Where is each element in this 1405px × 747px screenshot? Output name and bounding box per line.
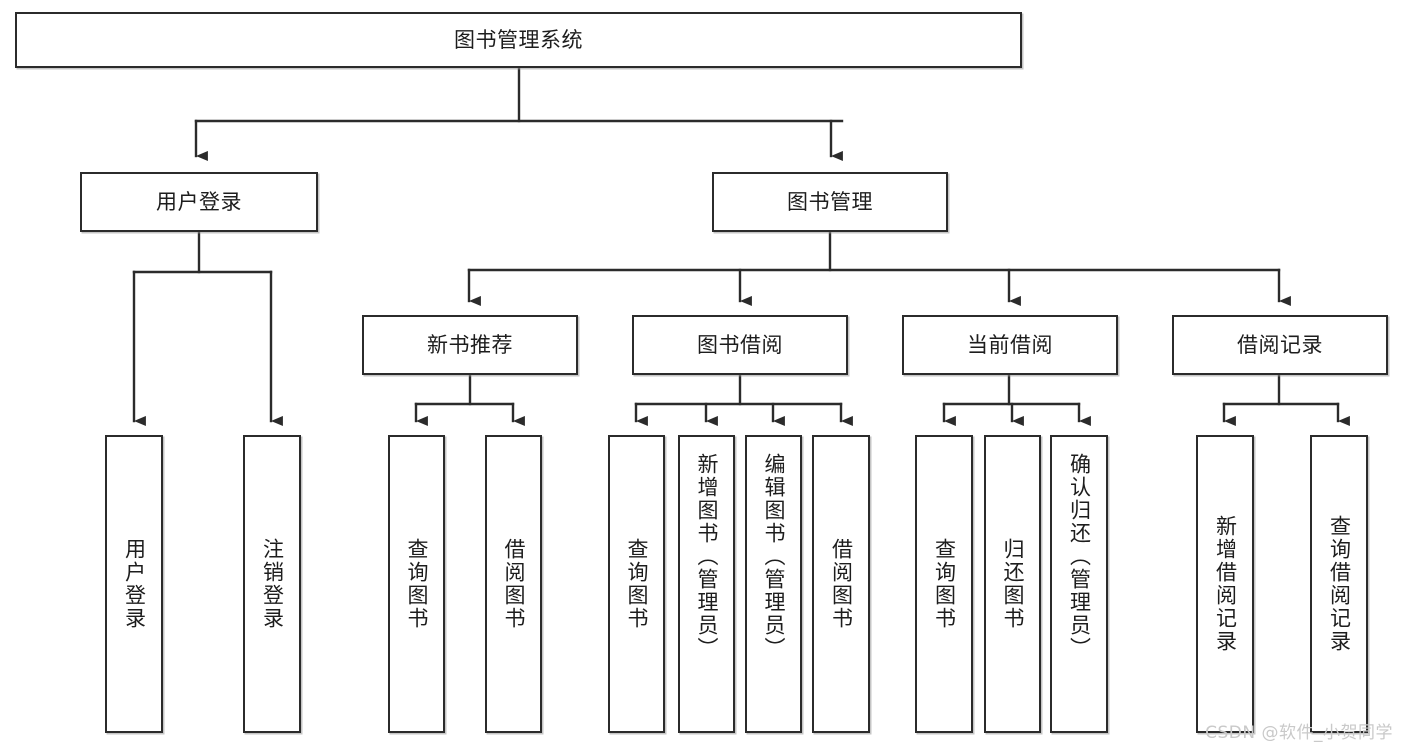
node-leaf-return-book[interactable]: 归还图书 [984,435,1041,733]
node-leaf-edit-book[interactable]: 编辑图书（管理员） [745,435,802,733]
node-current-borrow[interactable]: 当前借阅 [902,315,1118,375]
node-leaf-query-book-1[interactable]: 查询图书 [388,435,445,733]
node-leaf-add-book[interactable]: 新增图书（管理员） [678,435,735,733]
node-leaf-query-record[interactable]: 查询借阅记录 [1310,435,1368,733]
node-leaf-query-book-1-label: 查询图书 [404,538,429,630]
node-leaf-query-book-2[interactable]: 查询图书 [608,435,665,733]
node-borrow-record-label: 借阅记录 [1237,332,1323,357]
node-leaf-query-record-label: 查询借阅记录 [1327,515,1352,653]
node-new-book-rec[interactable]: 新书推荐 [362,315,578,375]
node-leaf-add-book-label: 新增图书（管理员） [694,453,719,660]
node-leaf-borrow-book-2[interactable]: 借阅图书 [812,435,870,733]
node-borrow-record[interactable]: 借阅记录 [1172,315,1388,375]
node-user-login[interactable]: 用户登录 [80,172,318,232]
node-leaf-user-logout[interactable]: 注销登录 [243,435,301,733]
node-new-book-rec-label: 新书推荐 [427,332,513,357]
node-root[interactable]: 图书管理系统 [15,12,1022,68]
node-book-borrow[interactable]: 图书借阅 [632,315,848,375]
node-leaf-query-book-3-label: 查询图书 [932,538,957,630]
node-book-manage[interactable]: 图书管理 [712,172,948,232]
node-leaf-add-record[interactable]: 新增借阅记录 [1196,435,1254,733]
node-book-borrow-label: 图书借阅 [697,332,783,357]
node-leaf-user-logout-label: 注销登录 [260,538,285,630]
node-leaf-user-login[interactable]: 用户登录 [105,435,163,733]
node-current-borrow-label: 当前借阅 [967,332,1053,357]
node-leaf-borrow-book-1[interactable]: 借阅图书 [485,435,542,733]
node-leaf-user-login-label: 用户登录 [122,538,147,630]
csdn-watermark: CSDN @软件_小贺同学 [1205,723,1393,743]
node-leaf-confirm-return[interactable]: 确认归还（管理员） [1050,435,1108,733]
node-user-login-label: 用户登录 [156,189,242,214]
node-leaf-query-book-3[interactable]: 查询图书 [915,435,973,733]
node-leaf-edit-book-label: 编辑图书（管理员） [761,453,786,660]
node-leaf-return-book-label: 归还图书 [1000,538,1025,630]
node-leaf-borrow-book-2-label: 借阅图书 [829,538,854,630]
node-root-label: 图书管理系统 [454,27,583,52]
node-leaf-add-record-label: 新增借阅记录 [1213,515,1238,653]
node-leaf-borrow-book-1-label: 借阅图书 [501,538,526,630]
node-leaf-confirm-return-label: 确认归还（管理员） [1067,453,1092,660]
node-leaf-query-book-2-label: 查询图书 [624,538,649,630]
node-book-manage-label: 图书管理 [787,189,873,214]
